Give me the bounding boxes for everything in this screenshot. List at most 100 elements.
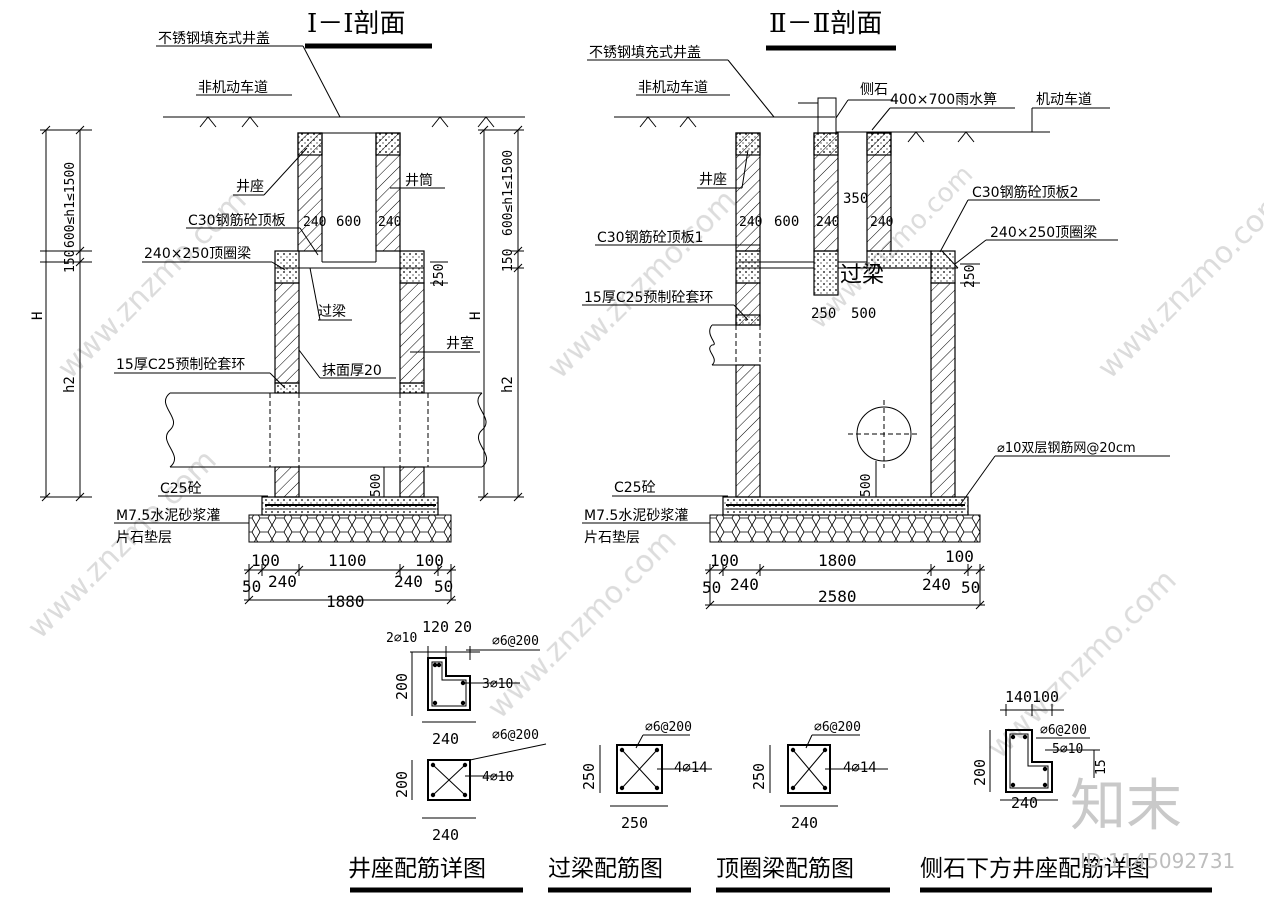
label-collar-1: 15厚C25预制砼套环 [116, 357, 245, 373]
label-seat-2: 井座 [699, 172, 727, 188]
leader-mesh-2b [959, 455, 996, 506]
label-motor-2: 机动车道 [1036, 91, 1092, 108]
ground-marks-2 [639, 116, 975, 143]
leader-seat-2b [741, 149, 749, 189]
watermark-site-2: www.znzmo.com [541, 183, 744, 386]
label-lintel-1: 过梁 [318, 304, 346, 320]
watermark-site-5: www.znzmo.com [481, 523, 684, 726]
detail-lintel-leader-stirrup-b [635, 734, 644, 749]
dim-250a-2: 250 [811, 306, 836, 322]
seat-left-2 [735, 132, 761, 156]
label-shaft-1: 井筒 [405, 172, 433, 189]
ground-marks-1 [199, 116, 495, 128]
detail-lintel-bars-label: 4⌀14 [674, 760, 708, 776]
dim-500-1: 500 [369, 474, 384, 497]
ring-beam-right-2 [930, 250, 956, 284]
detail-seat-leader-stirrup-2 [469, 743, 547, 761]
chamber-wall-left-1 [274, 282, 300, 384]
ring-beam-left-1 [274, 250, 300, 284]
detail-seat-box-2 [427, 759, 471, 801]
detail-seat-bar-4: 4⌀10 [482, 770, 513, 785]
dim-100a-2: 100 [710, 551, 739, 570]
detail-ring-leader-stirrup-b [805, 734, 813, 749]
detail-seat-stirrup-1: ⌀6@200 [492, 634, 539, 649]
label-ring-2: 240×250顶圈梁 [990, 225, 1097, 241]
dim-240b-1: 240 [378, 215, 401, 230]
label-cover-2: 不锈钢填充式井盖 [589, 45, 701, 61]
label-roof1-2: C30钢筋砼顶板1 [597, 229, 704, 246]
label-curb-2: 侧石 [860, 82, 888, 98]
chamber-wall-left-low-2 [735, 364, 761, 498]
dim-50a-1: 50 [242, 577, 261, 596]
dim-1100-1: 1100 [328, 551, 367, 570]
dim-50b-1: 50 [434, 577, 453, 596]
curb-stone-2 [817, 97, 837, 134]
detail-ring-bars [790, 747, 828, 791]
detail-ring-dim-h: 250 [750, 763, 768, 790]
dim-100b-1: 100 [415, 551, 444, 570]
dim-100a-1: 100 [251, 551, 280, 570]
leader-seat-1b [263, 147, 308, 196]
detail-ring-beam: ⌀6@200 4⌀14 250 240 顶圈梁配筋图 [716, 720, 890, 893]
dim-240a-2: 240 [739, 215, 762, 230]
dim-h1-1: 600≤h1≤1500 [63, 162, 78, 248]
label-roof2-2: C30钢筋砼顶板2 [972, 184, 1079, 201]
leader-ring-2b [954, 239, 987, 265]
dim-500b-2: 500 [859, 474, 874, 497]
dim-ticks-right-1 [478, 125, 524, 502]
watermark-logo: 知末 [1070, 774, 1182, 839]
watermark-id: ID:1145092731 [1080, 849, 1235, 873]
detail-curb-seat: 140 100 ⌀6@200 5⌀10 15 200 240 侧石下方井座配筋详… [920, 688, 1212, 893]
detail-curb-dim-140: 140 [1005, 688, 1032, 706]
label-seat-1: 井座 [236, 179, 264, 195]
detail-lintel-bars [619, 747, 660, 791]
dim-250b-2: 250 [963, 265, 978, 288]
leader-curb-2b [835, 99, 849, 119]
label-base-1: C25砼 [160, 481, 202, 497]
seat-mid-2 [813, 132, 839, 156]
dim-50b-2: 50 [961, 578, 980, 597]
leader-lintel-1 [309, 267, 321, 321]
detail-curb-bars [1010, 734, 1048, 788]
collar-right-1 [399, 382, 425, 394]
dim-350-2: 350 [843, 191, 868, 207]
dim-50a-2: 50 [702, 578, 721, 597]
detail-ring-title: 顶圈梁配筋图 [716, 856, 854, 882]
dim-600-2: 600 [774, 214, 799, 230]
detail-lintel-stirrup: ⌀6@200 [645, 720, 692, 735]
detail-curb-dim-15: 15 [1094, 759, 1109, 775]
label-cover-1: 不锈钢填充式井盖 [158, 31, 270, 47]
detail-curb-bars-label: 5⌀10 [1052, 742, 1083, 757]
detail-seat-stirrup-shape [431, 661, 467, 707]
pipe-1 [164, 392, 488, 468]
label-collar-2: 15厚C25预制砼套环 [584, 290, 713, 306]
leader-ring-1b [271, 261, 286, 271]
dim-1800-2: 1800 [818, 551, 857, 570]
section-1-title: Ⅰ－Ⅰ剖面 [307, 9, 406, 39]
detail-lintel: ⌀6@200 4⌀14 250 250 过梁配筋图 [548, 720, 712, 893]
detail-curb-shape [1005, 729, 1053, 793]
section-2-title: Ⅱ－Ⅱ剖面 [769, 9, 882, 39]
detail-seat-bars [432, 662, 466, 706]
section-1: Ⅰ－Ⅰ剖面 不锈钢填充式井盖 非机动车道 [30, 9, 525, 611]
pipe-side-hidden-2 [735, 325, 761, 365]
detail-seat-bar-top: 2⌀10 [386, 631, 417, 646]
label-stone-2: 片石垫层 [584, 530, 640, 546]
leader-roof-1b [299, 227, 319, 256]
dim-h2-1r: h2 [500, 376, 516, 393]
leader-collar-1b [269, 372, 286, 389]
collar-left-1 [274, 382, 300, 394]
dim-h2-1: h2 [62, 376, 78, 393]
label-base-2: C25砼 [614, 480, 656, 496]
dim-h1-1r: 600≤h1≤1500 [501, 150, 516, 236]
label-plaster-1: 抹面厚20 [322, 363, 382, 379]
detail-seat-shape [427, 657, 471, 711]
leader-roof2-2b [939, 199, 969, 253]
dim-1880-1: 1880 [326, 592, 365, 611]
label-lintel-2: 过梁 [840, 263, 884, 288]
dim-500a-2: 500 [851, 306, 876, 322]
detail-ring-dim-w: 240 [791, 814, 818, 832]
dim-15-1: 150 [63, 250, 78, 273]
dim-H-1r: H [468, 312, 484, 320]
lintel-block-2 [813, 250, 839, 296]
